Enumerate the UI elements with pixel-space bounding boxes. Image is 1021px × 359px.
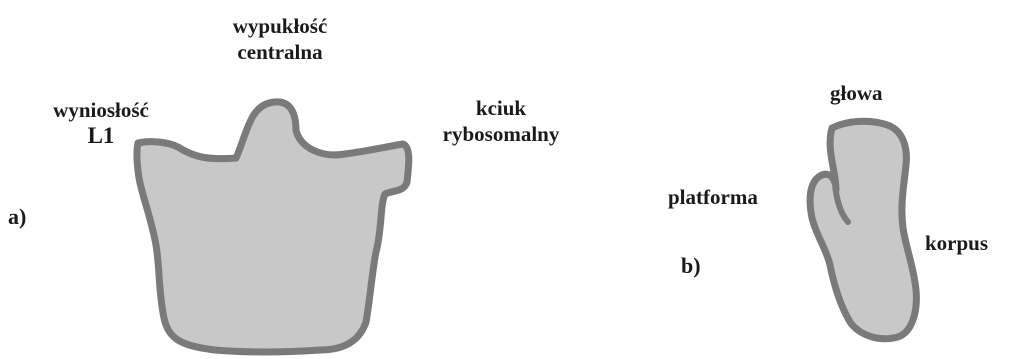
label-ribosomal-thumb-line1: kciuk bbox=[475, 96, 527, 120]
label-platform: platforma bbox=[668, 185, 758, 209]
label-ribosomal-thumb: kciuk rybosomalny bbox=[408, 95, 594, 147]
panel-a-letter: a) bbox=[8, 204, 27, 229]
label-l1-stalk-line1: wyniosłość bbox=[53, 98, 149, 122]
panel-b-letter: b) bbox=[681, 253, 701, 278]
label-central-protuberance: wypukłość centralna bbox=[196, 13, 364, 65]
label-central-protuberance-line1: wypukłość bbox=[232, 14, 328, 38]
label-l1-stalk: wyniosłość L1 bbox=[26, 97, 176, 149]
label-ribosomal-thumb-line2: rybosomalny bbox=[442, 122, 560, 146]
label-body: korpus bbox=[925, 231, 989, 255]
label-head: głowa bbox=[830, 81, 883, 105]
small-subunit-shape bbox=[806, 117, 920, 343]
label-l1-stalk-line2: L1 bbox=[87, 123, 115, 148]
head-cleft-line bbox=[833, 189, 851, 225]
label-central-protuberance-line2: centralna bbox=[237, 40, 323, 64]
large-subunit-shape bbox=[133, 98, 413, 356]
